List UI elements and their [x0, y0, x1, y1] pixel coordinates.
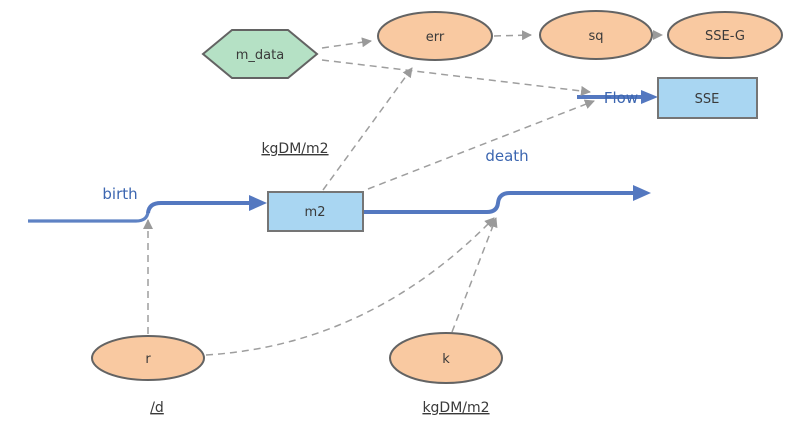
- data-node-m-data[interactable]: m_data: [201, 29, 319, 79]
- connector-mdata-to-flow[interactable]: [321, 59, 591, 96]
- sse-flow-label[interactable]: Flow: [604, 89, 638, 107]
- m2-units-label[interactable]: kgDM/m2: [261, 141, 328, 157]
- sq-label: sq: [588, 29, 603, 44]
- birth-arrowhead-icon: [249, 195, 267, 211]
- k-label: k: [442, 352, 450, 367]
- flow-pipe-birth[interactable]: [28, 195, 267, 223]
- birth-flow-label[interactable]: birth: [102, 185, 137, 203]
- connector-r-to-death[interactable]: [205, 217, 495, 356]
- connector-m2-to-err[interactable]: [322, 67, 413, 191]
- birth-pipe-source-segment: [28, 211, 150, 223]
- converter-node-k[interactable]: k: [389, 332, 503, 384]
- flow-pipe-death[interactable]: [363, 185, 651, 214]
- converter-node-err[interactable]: err: [377, 11, 493, 61]
- r-label: r: [145, 352, 151, 367]
- stock-shape: [657, 77, 758, 119]
- sse-g-label: SSE-G: [705, 29, 745, 44]
- ellipse-shape: [389, 332, 503, 384]
- ellipse-shape: [377, 11, 493, 61]
- sse-label: SSE: [695, 92, 720, 107]
- connector-mdata-to-err[interactable]: [321, 37, 372, 49]
- connector-m2-to-flow[interactable]: [367, 99, 595, 190]
- sse-flow-arrowhead-icon: [641, 90, 658, 104]
- death-flow-label[interactable]: death: [485, 147, 528, 165]
- birth-pipe-segment: [146, 201, 250, 214]
- connector-k-to-death[interactable]: [451, 217, 498, 333]
- stock-node-m2[interactable]: m2: [267, 191, 364, 232]
- r-units-label[interactable]: /d: [150, 400, 164, 416]
- stock-node-sse[interactable]: SSE: [657, 77, 758, 119]
- converter-node-r[interactable]: r: [91, 335, 205, 381]
- hexagon-shape: [201, 29, 319, 79]
- ellipse-shape: [667, 11, 783, 59]
- ellipse-shape: [91, 335, 205, 381]
- m-data-label: m_data: [236, 48, 284, 63]
- err-label: err: [426, 30, 445, 45]
- ellipse-shape: [539, 10, 653, 60]
- converter-node-sq[interactable]: sq: [539, 10, 653, 60]
- flow-pipe-sse[interactable]: [577, 90, 658, 104]
- converter-node-sse-g[interactable]: SSE-G: [667, 11, 783, 59]
- k-units-label[interactable]: kgDM/m2: [422, 400, 489, 416]
- connector-err-to-sq[interactable]: [493, 30, 532, 41]
- death-arrowhead-icon: [633, 185, 651, 201]
- stock-shape: [267, 191, 364, 232]
- death-pipe-segment: [363, 191, 634, 214]
- m2-label: m2: [305, 205, 326, 220]
